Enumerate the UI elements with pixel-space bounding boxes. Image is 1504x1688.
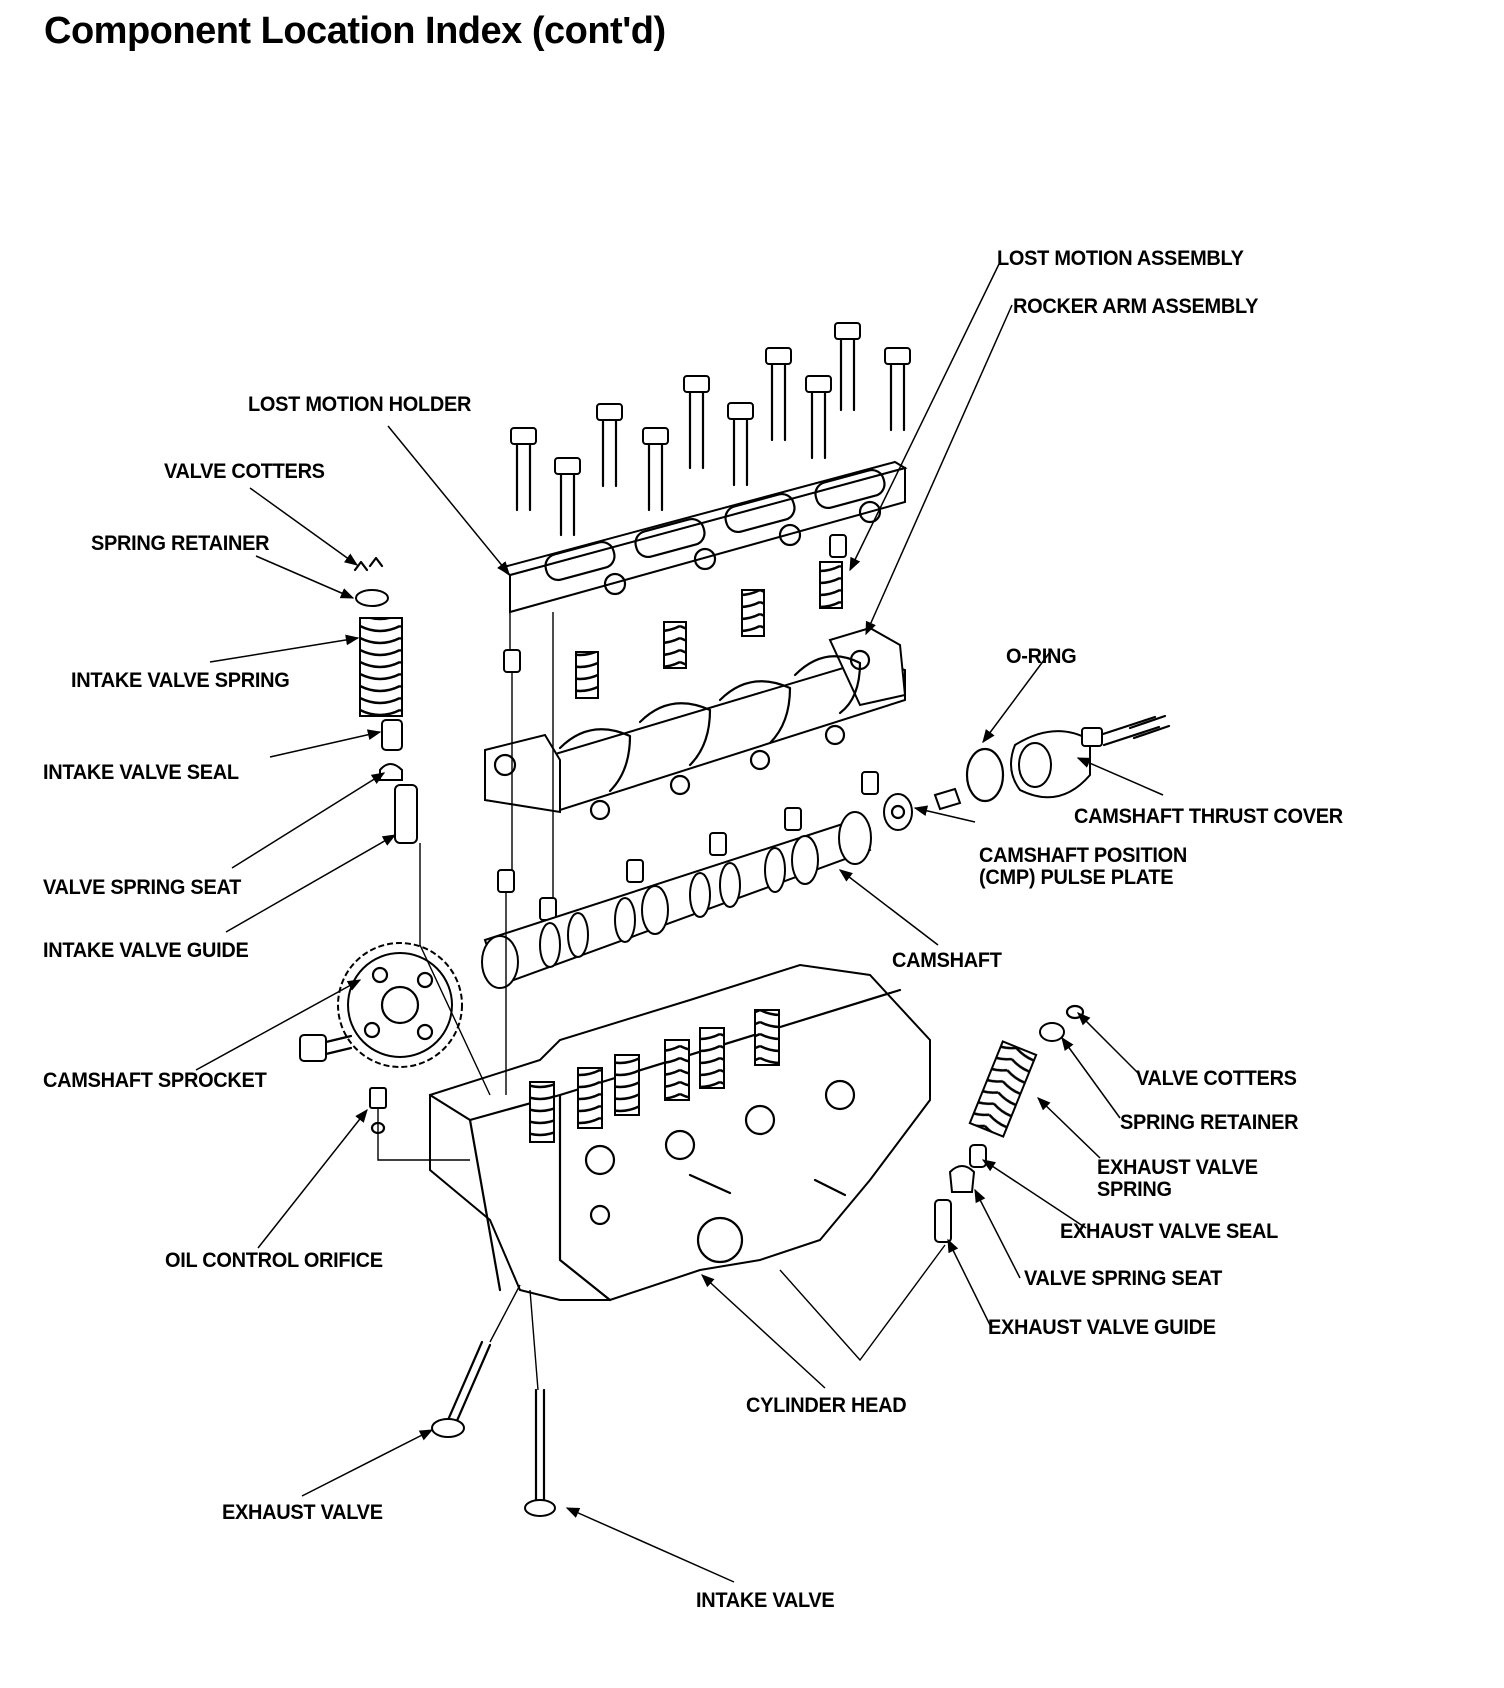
label-intake-valve-spring: INTAKE VALVE SPRING	[71, 669, 290, 692]
label-cylinder-head: CYLINDER HEAD	[746, 1394, 907, 1417]
leader-lines	[195, 261, 1164, 1583]
label-camshaft-sprocket: CAMSHAFT SPROCKET	[43, 1069, 267, 1092]
label-exhaust-valve-guide: EXHAUST VALVE GUIDE	[988, 1316, 1216, 1339]
label-cmp-pulse-plate: CAMSHAFT POSITION (CMP) PULSE PLATE	[979, 844, 1187, 889]
label-valve-cotters-intake: VALVE COTTERS	[164, 460, 325, 483]
lost-motion-holder-drawing	[497, 460, 908, 614]
label-valve-spring-seat-exhaust: VALVE SPRING SEAT	[1024, 1267, 1223, 1290]
label-spring-retainer-intake: SPRING RETAINER	[91, 532, 270, 555]
label-oil-control-orifice: OIL CONTROL ORIFICE	[165, 1249, 383, 1272]
label-intake-valve-seal: INTAKE VALVE SEAL	[43, 761, 239, 784]
holder-bolts	[510, 322, 911, 537]
rocker-arm-assembly-drawing	[484, 626, 907, 921]
label-intake-valve: INTAKE VALVE	[696, 1589, 835, 1612]
valves-drawing	[431, 1340, 556, 1517]
label-valve-spring-seat-intake: VALVE SPRING SEAT	[43, 876, 242, 899]
label-rocker-arm-assembly: ROCKER ARM ASSEMBLY	[1013, 295, 1259, 318]
camshaft-thrust-cover-drawing	[965, 714, 1171, 803]
lost-motion-springs	[503, 534, 847, 699]
page-title: Component Location Index (cont'd)	[44, 10, 666, 52]
center-lines	[377, 612, 946, 1391]
intake-valve-components	[353, 556, 418, 844]
label-spring-retainer-exhaust: SPRING RETAINER	[1120, 1111, 1299, 1134]
label-camshaft-thrust-cover: CAMSHAFT THRUST COVER	[1074, 805, 1343, 828]
label-valve-cotters-exhaust: VALVE COTTERS	[1136, 1067, 1297, 1090]
cylinder-head-drawing	[428, 963, 931, 1302]
label-lost-motion-assembly: LOST MOTION ASSEMBLY	[997, 247, 1244, 270]
label-o-ring: O-RING	[1006, 645, 1077, 668]
exhaust-valve-components	[934, 1004, 1085, 1243]
label-exhaust-valve-spring: EXHAUST VALVE SPRING	[1097, 1156, 1258, 1201]
camshaft-sprocket-drawing	[299, 942, 463, 1068]
camshaft-drawing	[481, 787, 962, 989]
label-exhaust-valve: EXHAUST VALVE	[222, 1501, 383, 1524]
label-exhaust-valve-seal: EXHAUST VALVE SEAL	[1060, 1220, 1279, 1243]
label-camshaft: CAMSHAFT	[892, 949, 1002, 972]
label-lost-motion-holder: LOST MOTION HOLDER	[248, 393, 472, 416]
label-intake-valve-guide: INTAKE VALVE GUIDE	[43, 939, 249, 962]
